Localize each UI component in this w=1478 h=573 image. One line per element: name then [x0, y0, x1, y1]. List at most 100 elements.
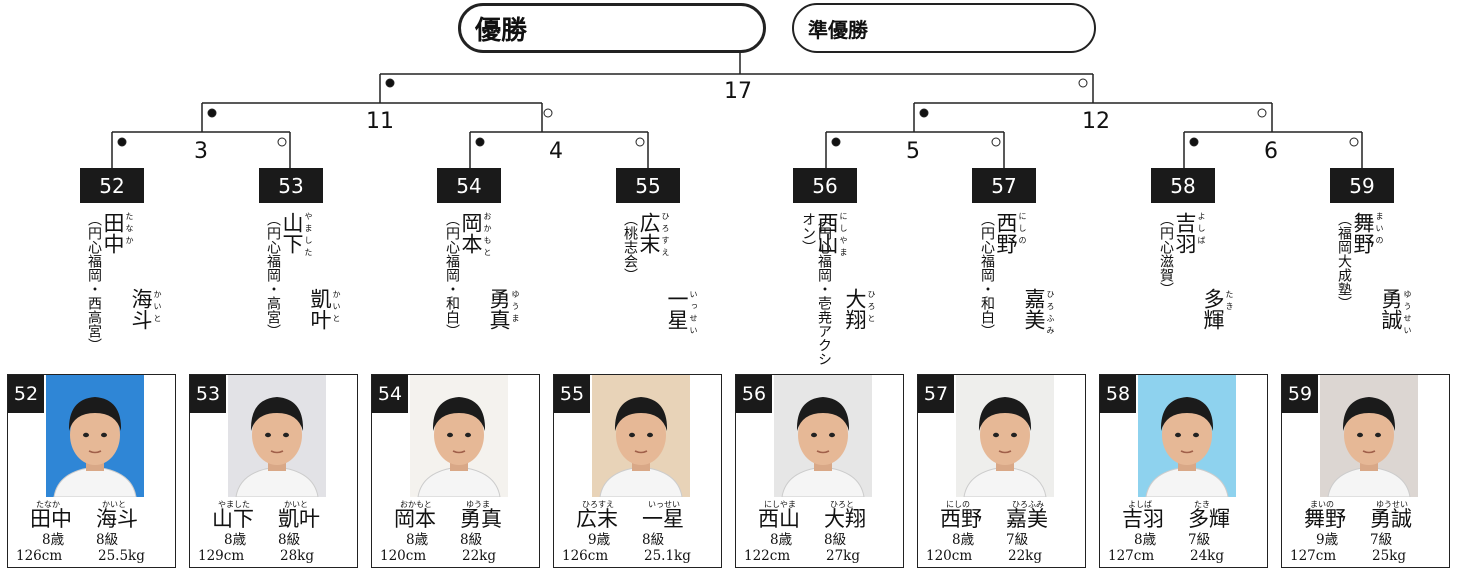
given-name-reading: ゆうせい — [1403, 290, 1412, 338]
height: 127cm — [1108, 548, 1155, 564]
semifinal-left-line — [201, 90, 543, 118]
match-number: 12 — [1082, 109, 1110, 134]
player-vertical-name: （円心福岡・西高宮） 田中 たなか 海斗 かいと — [78, 212, 198, 372]
given-name-reading: たき — [1194, 500, 1210, 509]
card-seed-badge: 58 — [1100, 375, 1136, 413]
surname: 田中 — [30, 507, 72, 531]
surname: 岡本 — [459, 212, 483, 254]
player-photo — [1320, 375, 1418, 497]
surname-reading: やました — [304, 212, 313, 260]
seed-box: 57 — [972, 168, 1036, 203]
surname-reading: たなか — [125, 212, 134, 248]
seed-box: 53 — [259, 168, 323, 203]
champion-label: 優勝 — [475, 15, 528, 46]
age: 8歳 — [406, 532, 429, 548]
player-photo — [410, 375, 508, 497]
seed-box: 52 — [80, 168, 144, 203]
player-vertical-name: （福岡大成塾） 舞野 まいの 勇誠 ゆうせい — [1328, 212, 1448, 372]
club-name: （福岡大成塾） — [1336, 212, 1352, 310]
win-marker — [117, 137, 127, 147]
given-name: 海斗 — [129, 288, 153, 330]
given-name: 嘉美 — [1006, 507, 1048, 531]
runner-up-label: 準優勝 — [808, 17, 868, 42]
given-name: 凱叶 — [308, 288, 332, 330]
weight: 25.5kg — [98, 548, 145, 564]
given-name-reading: ゆうま — [466, 500, 490, 509]
weight: 25kg — [1372, 548, 1407, 564]
grade: 8級 — [96, 532, 119, 548]
seed-box: 58 — [1151, 168, 1215, 203]
card-seed-badge: 57 — [918, 375, 954, 413]
seed-box: 55 — [616, 168, 680, 203]
given-name-reading: たき — [1225, 290, 1234, 314]
club-name: （円心滋賀） — [1158, 212, 1174, 296]
surname: 舞野 — [1304, 507, 1346, 531]
grade: 7級 — [1006, 532, 1029, 548]
semifinal-right-line — [913, 90, 1273, 118]
age: 8歳 — [42, 532, 65, 548]
loss-marker — [1257, 108, 1267, 118]
surname: 西山 — [815, 212, 839, 254]
given-name: 凱叶 — [278, 507, 320, 531]
player-photo — [46, 375, 144, 497]
grade: 8級 — [460, 532, 483, 548]
given-name: 多輝 — [1201, 288, 1225, 330]
height: 126cm — [16, 548, 63, 564]
given-name-reading: ひろふみ — [1046, 290, 1055, 338]
champion-box: 優勝 — [458, 3, 766, 53]
player-vertical-name: （円心福岡・和白） 岡本 おかもと 勇真 ゆうま — [436, 212, 556, 372]
given-name: 一星 — [665, 288, 689, 330]
given-name: 大翔 — [843, 288, 867, 330]
player-vertical-name: （桃志会） 広末 ひろすえ 一星 いっせい — [614, 212, 734, 372]
win-marker — [385, 78, 395, 88]
win-marker — [475, 137, 485, 147]
age: 9歳 — [588, 532, 611, 548]
surname-reading: にしの — [1018, 212, 1027, 248]
player-card: 52 たなか かいと田中海斗 8歳 8級 126cm 25.5kg — [7, 374, 176, 568]
given-name-reading: かいと — [284, 500, 308, 509]
given-name: 大翔 — [824, 507, 866, 531]
given-name-reading: ひろと — [867, 290, 876, 326]
weight: 24kg — [1190, 548, 1225, 564]
card-seed-badge: 54 — [372, 375, 408, 413]
given-name: 勇真 — [460, 507, 502, 531]
given-name: 勇真 — [487, 288, 511, 330]
club-name: （円心福岡・和白） — [444, 212, 460, 338]
weight: 25.1kg — [644, 548, 691, 564]
match-number: 5 — [906, 139, 920, 164]
club-name: （桃志会） — [622, 212, 638, 282]
height: 127cm — [1290, 548, 1337, 564]
card-seed-badge: 52 — [8, 375, 44, 413]
given-name: 海斗 — [96, 507, 138, 531]
given-name-reading: かいと — [102, 500, 126, 509]
surname-reading: やました — [218, 500, 250, 509]
win-marker — [831, 137, 841, 147]
surname-reading: おかもと — [483, 212, 492, 260]
seed-box: 54 — [437, 168, 501, 203]
seed-box: 56 — [793, 168, 857, 203]
player-vertical-name: （円心福岡・高宮） 山下 やました 凱叶 かいと — [257, 212, 377, 372]
given-name-reading: ゆうせい — [1376, 500, 1408, 509]
club-name: （円心福岡・壱尭アクシオン） — [800, 212, 832, 366]
surname-reading: にしやま — [839, 212, 848, 260]
player-photo — [592, 375, 690, 497]
age: 8歳 — [1134, 532, 1157, 548]
given-name-reading: かいと — [332, 290, 341, 326]
surname: 広末 — [637, 212, 661, 254]
given-name-reading: ひろと — [830, 500, 854, 509]
club-name: （円心福岡・和白） — [979, 212, 995, 338]
grade: 8級 — [824, 532, 847, 548]
surname-reading: ひろすえ — [582, 500, 614, 509]
surname: 西野 — [994, 212, 1018, 254]
surname-reading: まいの — [1310, 500, 1334, 509]
loss-marker — [1078, 78, 1088, 88]
surname: 西野 — [940, 507, 982, 531]
surname-reading: たなか — [36, 500, 60, 509]
height: 129cm — [198, 548, 245, 564]
surname-reading: よしば — [1197, 212, 1206, 248]
